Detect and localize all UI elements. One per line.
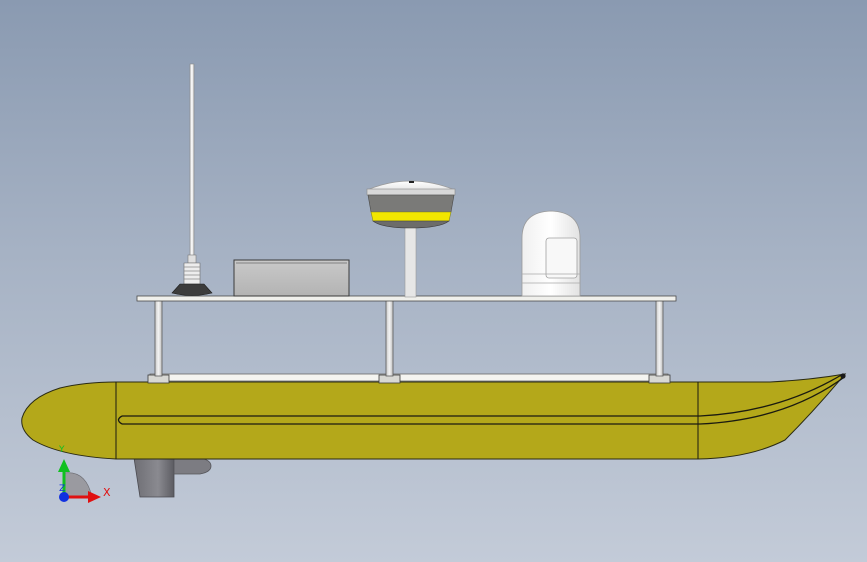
rudder-fin [133,457,175,498]
hull-rub-rail [122,373,844,425]
antenna-collar [187,254,197,264]
support-post-front [655,299,664,377]
control-box[interactable] [233,259,350,297]
support-posts[interactable] [154,299,664,377]
gps-body [367,194,455,213]
support-post-mid [385,299,394,377]
support-post-rear [154,299,163,377]
x-axis-label: X [103,486,111,499]
gps-yellow-band [370,211,452,222]
gps-cap-band [366,188,456,196]
z-axis-dot [59,492,69,502]
x-axis-arrow [88,491,101,503]
gps-bottom [372,220,450,229]
rudder-assembly[interactable] [133,457,212,498]
antenna-spring [183,262,201,285]
y-axis-label: Y [59,445,65,455]
antenna-base [171,283,213,296]
camera-lens-window [545,237,578,279]
lower-frame-rail [149,373,669,382]
coordinate-triad[interactable] [58,459,101,503]
gps-receiver[interactable] [366,180,456,298]
control-box-body [233,259,350,297]
ptz-camera[interactable] [521,210,581,297]
bow-tip [840,373,846,379]
radio-antenna[interactable] [171,63,213,296]
y-axis-arrow [58,459,70,472]
gps-dot [409,181,414,183]
hull[interactable] [21,373,847,460]
antenna-whip [189,63,195,261]
gps-mast [404,226,417,298]
triad-arc [63,472,93,498]
motor-pod [173,457,212,475]
z-axis-label: Z [59,484,66,494]
hull-rub-rail-end [117,415,123,425]
antenna-spring-coils [184,266,200,280]
